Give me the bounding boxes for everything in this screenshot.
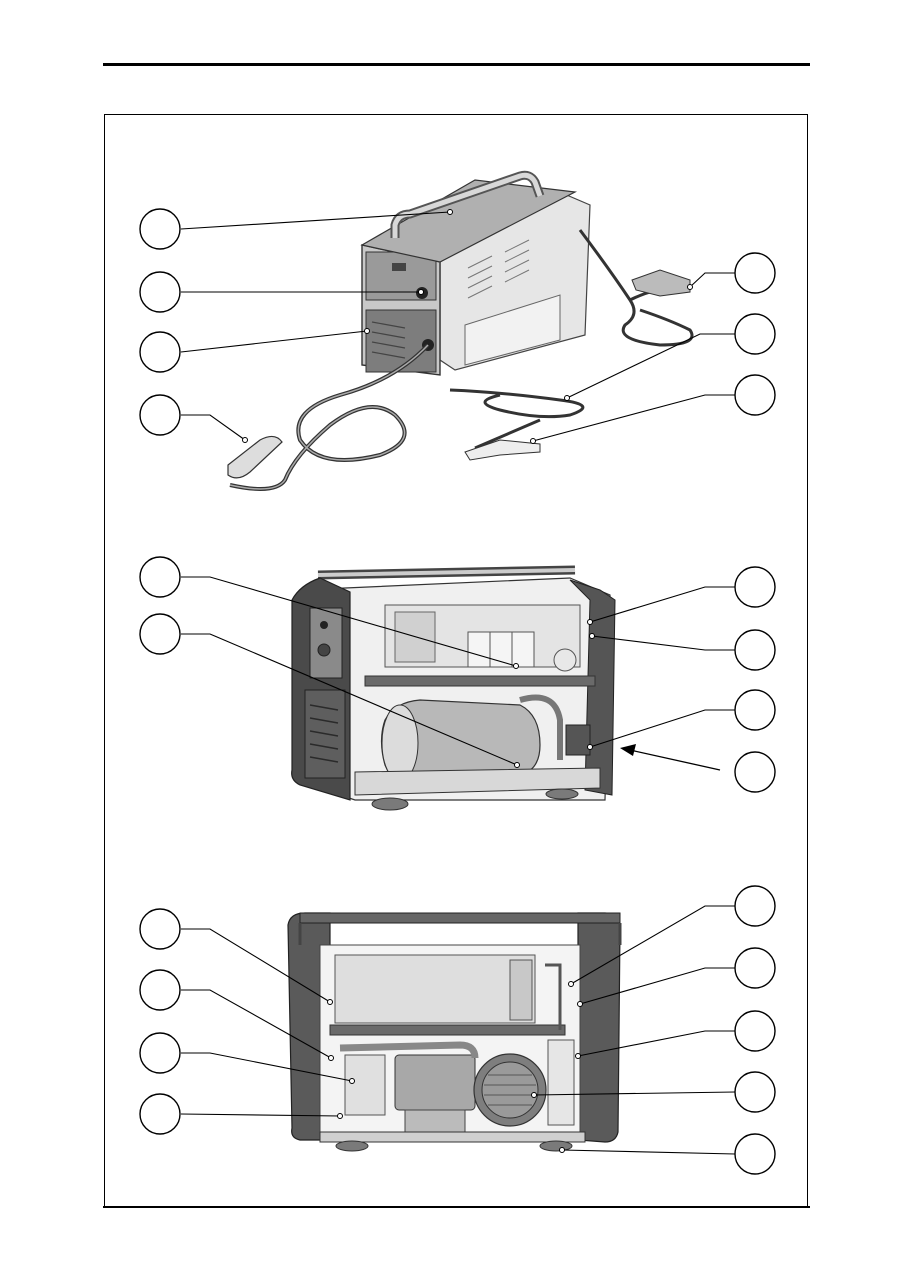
callout-bubble <box>139 613 181 655</box>
callout-bubble <box>734 566 776 608</box>
figure-frame <box>104 114 808 1206</box>
callout-bubble <box>139 394 181 436</box>
callout-bubble <box>734 885 776 927</box>
front-perspective-view <box>227 170 694 491</box>
callout-bubble <box>734 689 776 731</box>
callout-bubble <box>734 751 776 793</box>
callout-bubble <box>734 1133 776 1175</box>
callout-bubble <box>139 556 181 598</box>
side-interior-view <box>291 565 721 811</box>
callout-bubble <box>734 313 776 355</box>
callout-bubble <box>139 908 181 950</box>
callout-bubble <box>734 374 776 416</box>
callout-bubble <box>139 331 181 373</box>
callout-bubbles <box>139 208 776 1175</box>
footer-rule <box>103 1206 810 1208</box>
rear-interior-view <box>287 912 622 1152</box>
callout-bubble <box>139 1032 181 1074</box>
leader-dots <box>242 209 693 1153</box>
callout-bubble <box>139 271 181 313</box>
callout-bubble <box>734 252 776 294</box>
callout-bubble <box>734 629 776 671</box>
header-rule <box>103 63 810 66</box>
callout-bubble <box>734 1010 776 1052</box>
callout-bubble <box>139 208 181 250</box>
leader-lines <box>180 211 736 1155</box>
callout-bubble <box>734 1071 776 1113</box>
callout-bubble <box>734 947 776 989</box>
callout-bubble <box>139 1093 181 1135</box>
callout-bubble <box>139 969 181 1011</box>
